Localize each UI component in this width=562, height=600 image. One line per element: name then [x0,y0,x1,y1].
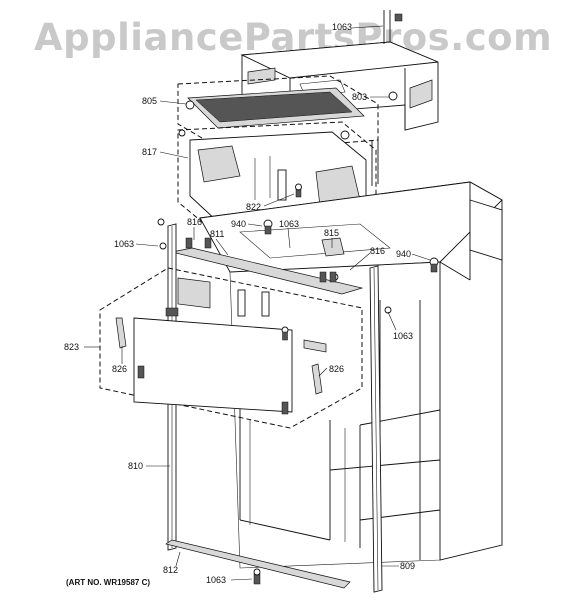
side-rail-809 [369,265,392,593]
callout-816-left: 816 [187,217,202,227]
callout-816-right: 816 [370,246,385,256]
art-number: (ART NO. WR19587 C) [66,578,150,587]
callout-940-left: 940 [231,219,246,229]
callout-803: 803 [352,92,367,102]
callout-811: 811 [210,229,224,239]
callout-817: 817 [142,147,157,157]
callout-1063-bottom: 1063 [206,575,226,585]
callout-826-left: 826 [112,364,127,374]
callout-815: 815 [324,228,339,238]
control-panel-823 [115,277,327,415]
vent-panel-817 [178,129,367,223]
callout-809: 809 [400,561,415,571]
callout-826-right: 826 [329,364,344,374]
vent-grille-805 [185,87,365,140]
bottom-strip-812 [165,539,351,589]
callout-822: 822 [246,202,261,212]
cabinet-body [199,181,503,569]
callout-810: 810 [128,461,143,471]
trim-strip-811 [171,237,364,295]
leader-lines [84,25,431,581]
callout-1063-right: 1063 [393,331,413,341]
callout-812: 812 [163,565,178,575]
callout-1063-mid: 1063 [279,219,299,229]
callout-1063-left: 1063 [114,239,134,249]
callout-805: 805 [142,96,157,106]
callout-1063-top: 1063 [332,22,352,32]
callout-940-right: 940 [396,249,411,259]
callout-823: 823 [64,342,79,352]
